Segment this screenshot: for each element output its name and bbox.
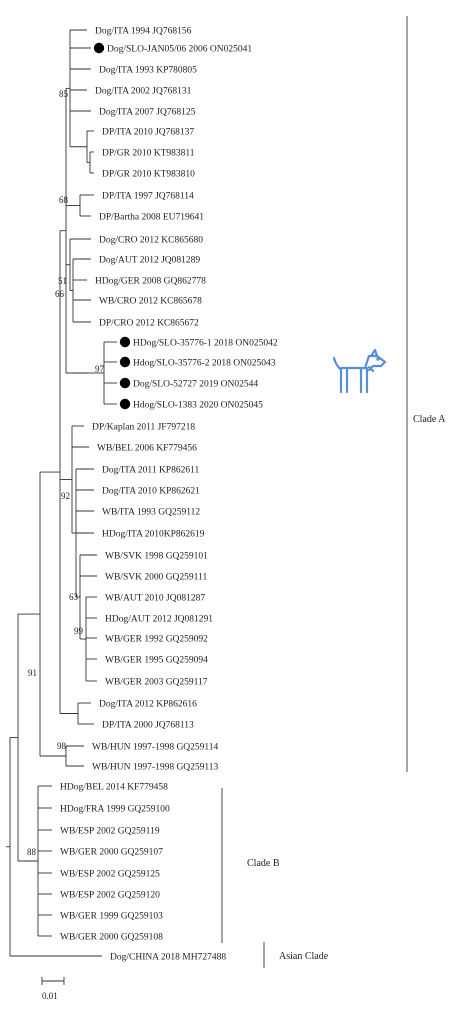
leaf-label: WB/ESP 2002 GQ259120	[60, 890, 160, 900]
bootstrap-value: 98	[57, 741, 67, 751]
leaf-label: WB/BEL 2006 KF779456	[97, 443, 197, 453]
leaf-label: WB/GER 2000 GQ259108	[60, 932, 163, 942]
leaf-label: WB/GER 1995 GQ259094	[105, 655, 208, 665]
leaf-label: WB/AUT 2010 JQ081287	[105, 593, 205, 603]
bootstrap-value: 91	[28, 668, 37, 678]
leaf-label: WB/SVK 1998 GQ259101	[105, 551, 208, 561]
slovenian-sample-marker	[119, 377, 131, 389]
leaf-label: WB/HUN 1997-1998 GQ259114	[92, 742, 219, 752]
bootstrap-value: 51	[58, 276, 67, 286]
leaf-label: HDog/SLO-35776-1 2018 ON025042	[133, 338, 278, 348]
leaf-label: Dog/ITA 2012 KP862616	[99, 699, 197, 709]
tree-branches	[6, 29, 117, 957]
clade-annotations: Clade A Clade B Asian Clade	[221, 16, 446, 968]
bootstrap-value: 97	[95, 364, 105, 374]
dog-icon	[332, 348, 387, 394]
leaf-label: DP/ITA 2010 JQ768137	[102, 127, 194, 137]
slovenian-sample-marker	[119, 356, 131, 368]
clade-label: Clade A	[413, 414, 446, 425]
leaf-label: DP/ITA 1997 JQ768114	[102, 191, 194, 201]
leaf-label: Dog/CRO 2012 KC865680	[99, 235, 203, 245]
leaf-label: DP/Kaplan 2011 JF797218	[92, 422, 195, 432]
leaf-label: Dog/CHINA 2018 MH727488	[110, 952, 226, 962]
scale-bar: 0.01	[41, 977, 65, 1001]
scale-bar-label: 0.01	[42, 991, 58, 1001]
bootstrap-values: 85 68 51 66 97 92 63 99 91 98 88	[27, 89, 105, 857]
leaf-label: HDog/FRA 1999 GQ259100	[60, 804, 170, 814]
leaf-label: Hdog/SLO-35776-2 2018 ON025043	[133, 358, 276, 368]
leaf-label: WB/SVK 2000 GQ259111	[105, 572, 207, 582]
leaf-label: WB/CRO 2012 KC865678	[99, 296, 202, 306]
leaf-label: Dog/SLO-52727 2019 ON02544	[133, 379, 258, 389]
leaf-label: Dog/SLO-JAN05/06 2006 ON025041	[107, 44, 252, 54]
clade-label: Clade B	[247, 858, 280, 869]
leaf-label: WB/ITA 1993 GQ259112	[102, 507, 200, 517]
leaf-label: WB/HUN 1997-1998 GQ259113	[92, 762, 219, 772]
bootstrap-value: 63	[69, 592, 79, 602]
leaf-label: DP/CRO 2012 KC865672	[99, 318, 199, 328]
leaf-label: HDog/AUT 2012 JQ081291	[105, 614, 213, 624]
slovenian-sample-marker	[119, 336, 131, 348]
leaf-label: DP/ITA 2000 JQ768113	[102, 720, 194, 730]
bootstrap-value: 92	[61, 491, 70, 501]
leaf-label: DP/GR 2010 KT983810	[102, 169, 195, 179]
leaf-label: DP/Bartha 2008 EU719641	[99, 212, 204, 222]
leaf-label: HDog/GER 2008 GQ862778	[95, 276, 206, 286]
leaf-label: Dog/ITA 2010 KP862621	[102, 486, 200, 496]
leaf-label: WB/GER 1992 GQ259092	[105, 634, 208, 644]
leaf-label: HDog/ITA 2010KP862619	[102, 529, 205, 539]
bootstrap-value: 88	[27, 847, 37, 857]
bootstrap-value: 85	[59, 89, 69, 99]
leaf-label: Hdog/SLO-1383 2020 ON025045	[133, 400, 263, 410]
leaf-label: Dog/ITA 2002 JQ768131	[95, 86, 192, 96]
leaf-label: Dog/ITA 2011 KP862611	[102, 465, 199, 475]
leaf-label: WB/ESP 2002 GQ259125	[60, 869, 160, 879]
leaf-label: HDog/BEL 2014 KF779458	[60, 782, 168, 792]
leaf-label: WB/ESP 2002 GQ259119	[60, 826, 160, 836]
leaf-label: Dog/ITA 1993 KP780805	[99, 65, 197, 75]
bootstrap-value: 66	[55, 289, 65, 299]
bootstrap-value: 68	[59, 195, 69, 205]
bootstrap-value: 99	[74, 626, 84, 636]
leaf-label: DP/GR 2010 KT983811	[102, 148, 195, 158]
leaf-label: Dog/ITA 1994 JQ768156	[95, 26, 192, 36]
slovenian-sample-marker	[93, 42, 105, 54]
clade-label: Asian Clade	[279, 951, 329, 962]
leaf-label: WB/GER 2000 GQ259107	[60, 847, 163, 857]
leaf-label: Dog/AUT 2012 JQ081289	[99, 255, 200, 265]
leaf-label: Dog/ITA 2007 JQ768125	[99, 107, 196, 117]
slovenian-sample-marker	[119, 398, 131, 410]
leaf-label: WB/GER 1999 GQ259103	[60, 911, 163, 921]
leaf-label: WB/GER 2003 GQ259117	[105, 677, 208, 687]
